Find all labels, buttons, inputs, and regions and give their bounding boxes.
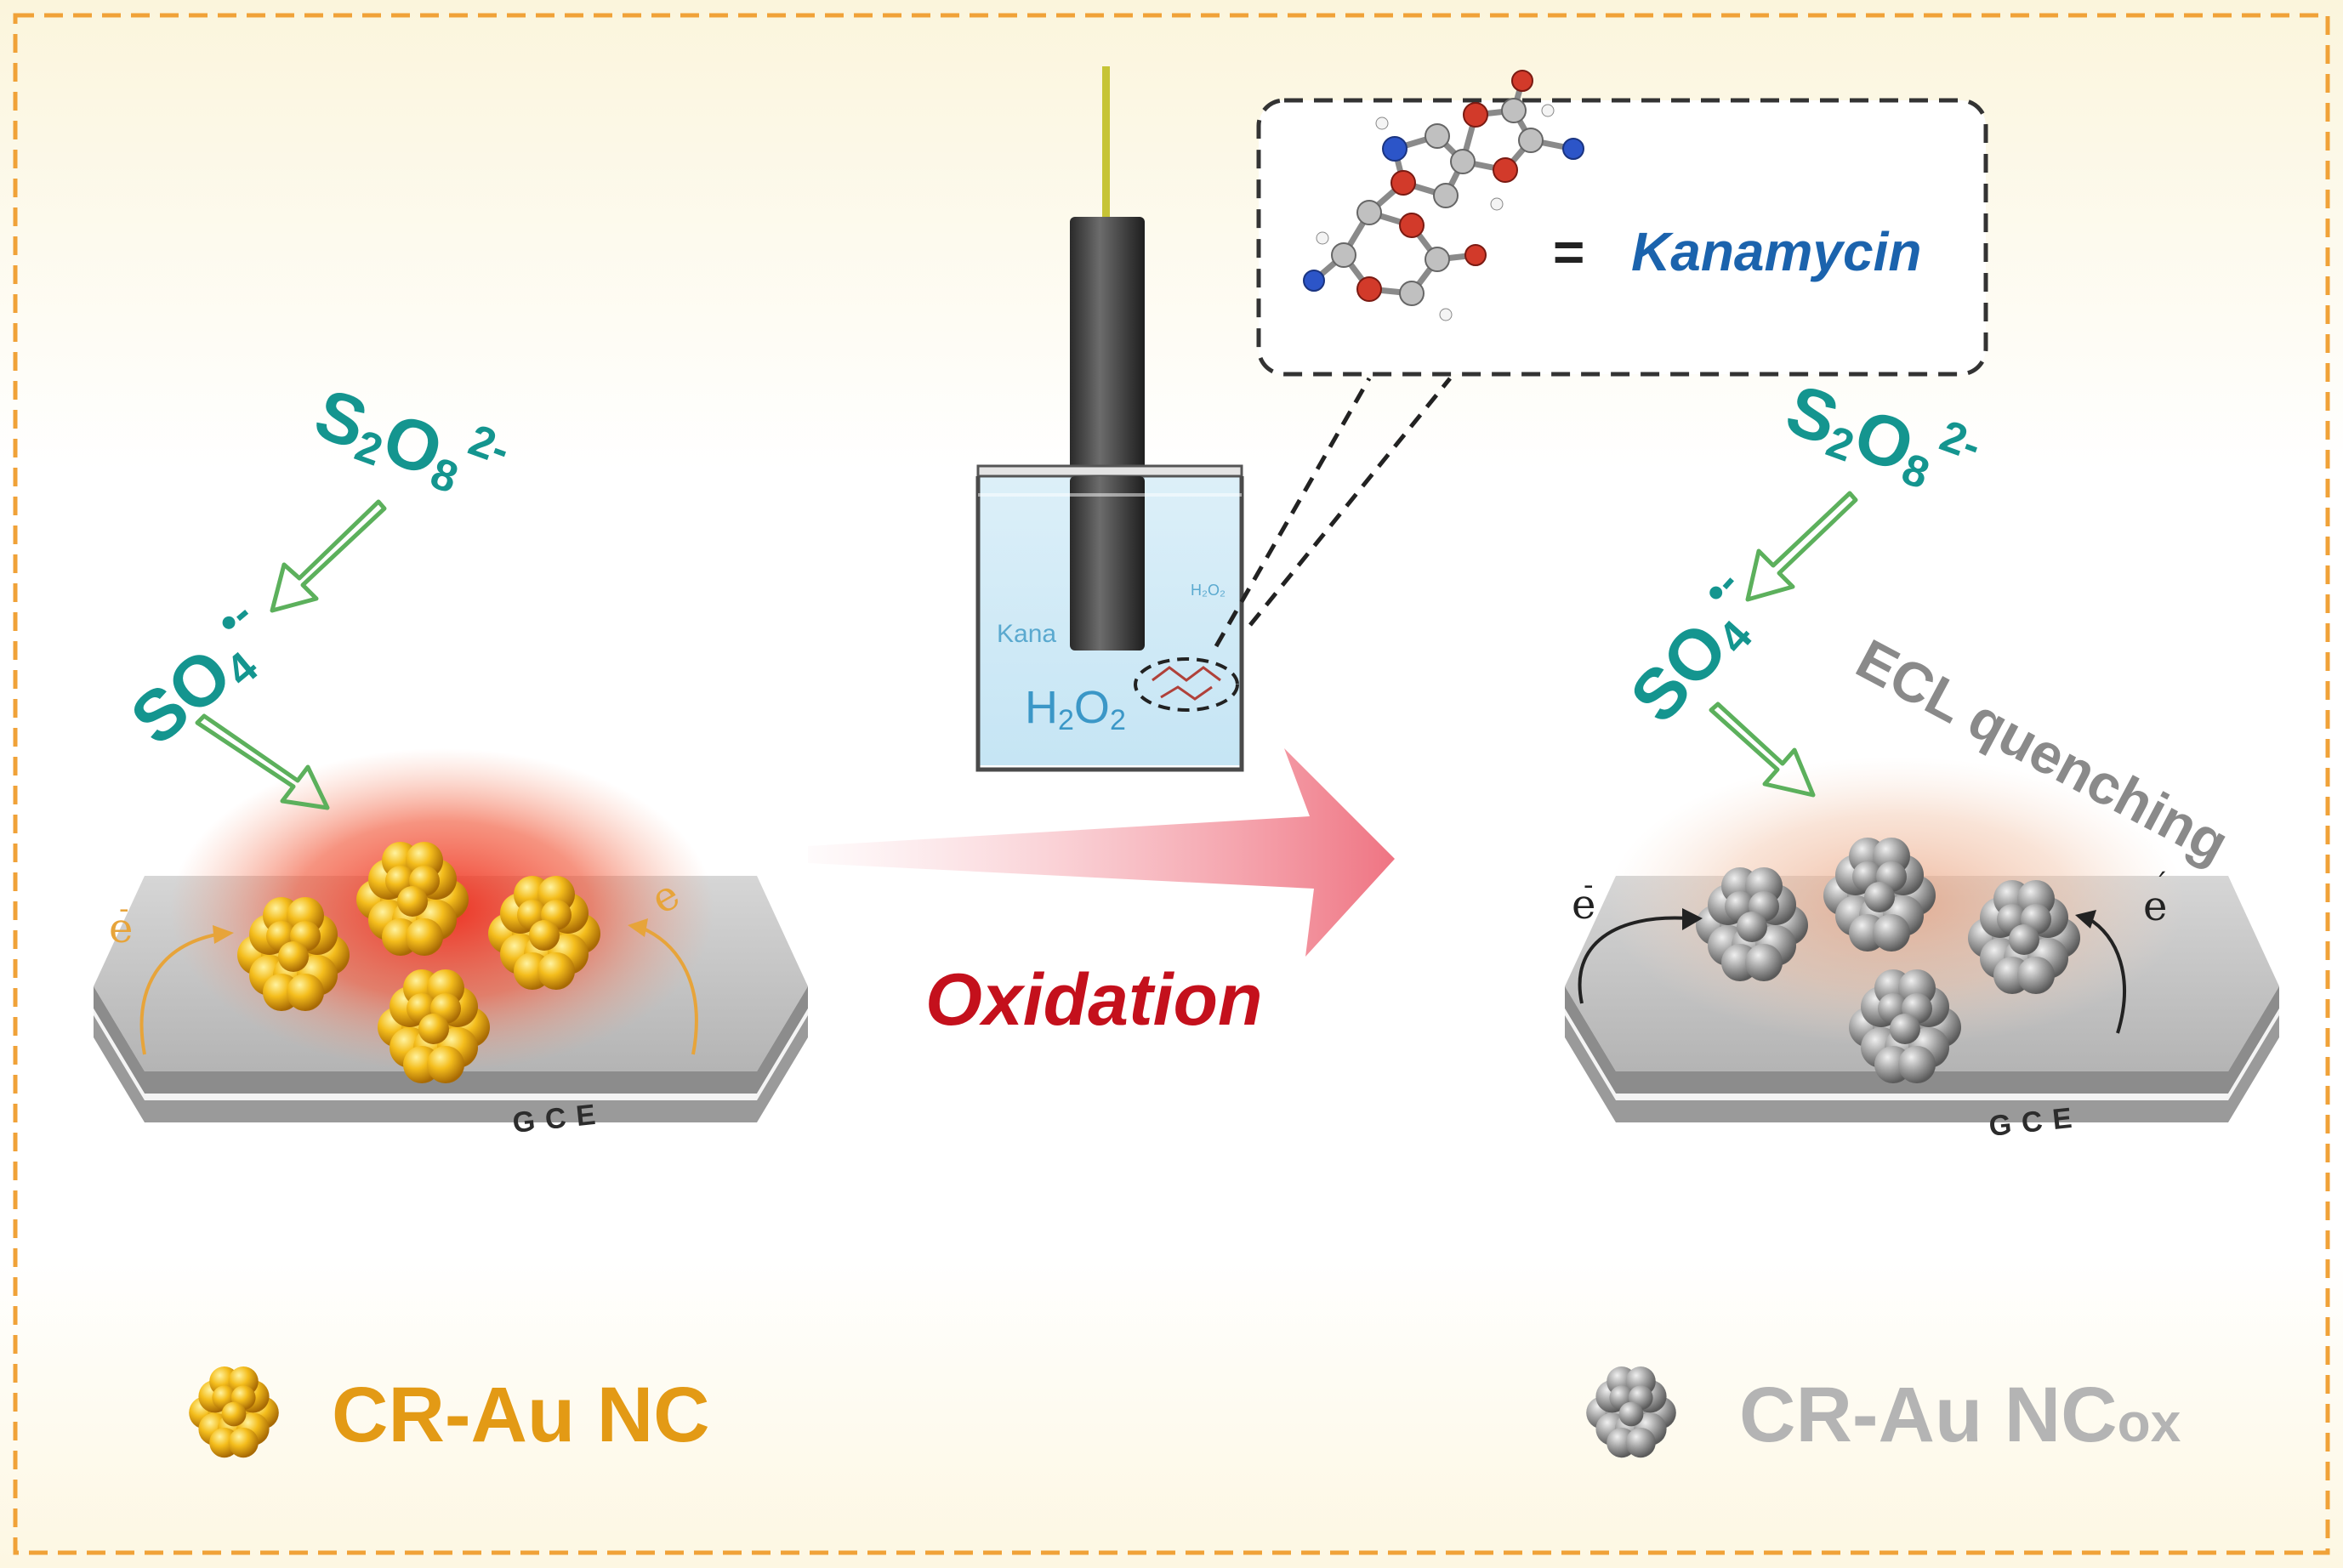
beaker-rim [976, 464, 1243, 478]
oxidation-label: Oxidation [925, 959, 1263, 1041]
right-green-arrow-1 [1745, 491, 1858, 602]
right-electron-charge-left: - [1584, 868, 1594, 902]
right-electron-arrow-left [1578, 916, 1689, 1004]
electrode-in-solution [1070, 476, 1145, 650]
left-electron-arrowhead-left [213, 925, 234, 944]
kanamycin-molecule-model [1303, 70, 1584, 321]
legend-au-ncox-label: CR-Au NCox [1739, 1372, 2181, 1458]
left-electron-arrow-left [139, 932, 222, 1055]
right-electron-label-left: e [1572, 881, 1595, 929]
right-electron-arrowhead-left [1682, 908, 1703, 930]
beaker-wall [975, 476, 1244, 772]
mini-kanamycin-molecule [1152, 666, 1221, 701]
center-panel: Kana H₂O₂ H2O2 [808, 66, 1988, 1041]
beaker-h2o2-label: H2O2 [1025, 682, 1126, 736]
beaker-tiny-label: H₂O₂ [1191, 582, 1226, 599]
right-electron-arrow-right [2087, 917, 2126, 1034]
beaker-kana-label: Kana [997, 620, 1056, 648]
right-green-arrow-2 [1709, 702, 1816, 798]
mini-molecule-highlight [1134, 657, 1239, 712]
reaction-beaker: Kana H₂O₂ H2O2 [975, 464, 1244, 772]
kanamycin-inset-box [1256, 98, 1988, 377]
left-panel: GCE e - e S2O82- SO4•- [94, 373, 808, 1139]
kanamycin-label: Kanamycin [1631, 221, 1921, 282]
right-electron-arrowhead-right [2075, 910, 2096, 929]
left-electron-arrowhead-right [628, 918, 648, 937]
solution-surface [978, 493, 1242, 497]
zoom-line-right [1248, 377, 1452, 627]
left-electron-arrow-right [639, 925, 698, 1055]
left-green-arrow-2 [195, 713, 330, 810]
legend: CR-Au NC CR-Au NCox [189, 1366, 2181, 1458]
oxidation-arrow [808, 748, 1395, 957]
inset-equals-sign: = [1553, 221, 1584, 282]
electrode-wire [1102, 66, 1110, 236]
left-electron-label-left: e [109, 905, 133, 952]
right-electron-charge-right: ´ [2153, 868, 2168, 902]
legend-au-nc-label: CR-Au NC [332, 1372, 710, 1458]
right-electron-label-right: e [2143, 883, 2167, 930]
zoom-line-left [1214, 377, 1372, 648]
left-electron-charge-left: - [119, 892, 129, 926]
dashed-frame [13, 13, 2330, 1555]
left-green-arrow-1 [270, 499, 387, 613]
